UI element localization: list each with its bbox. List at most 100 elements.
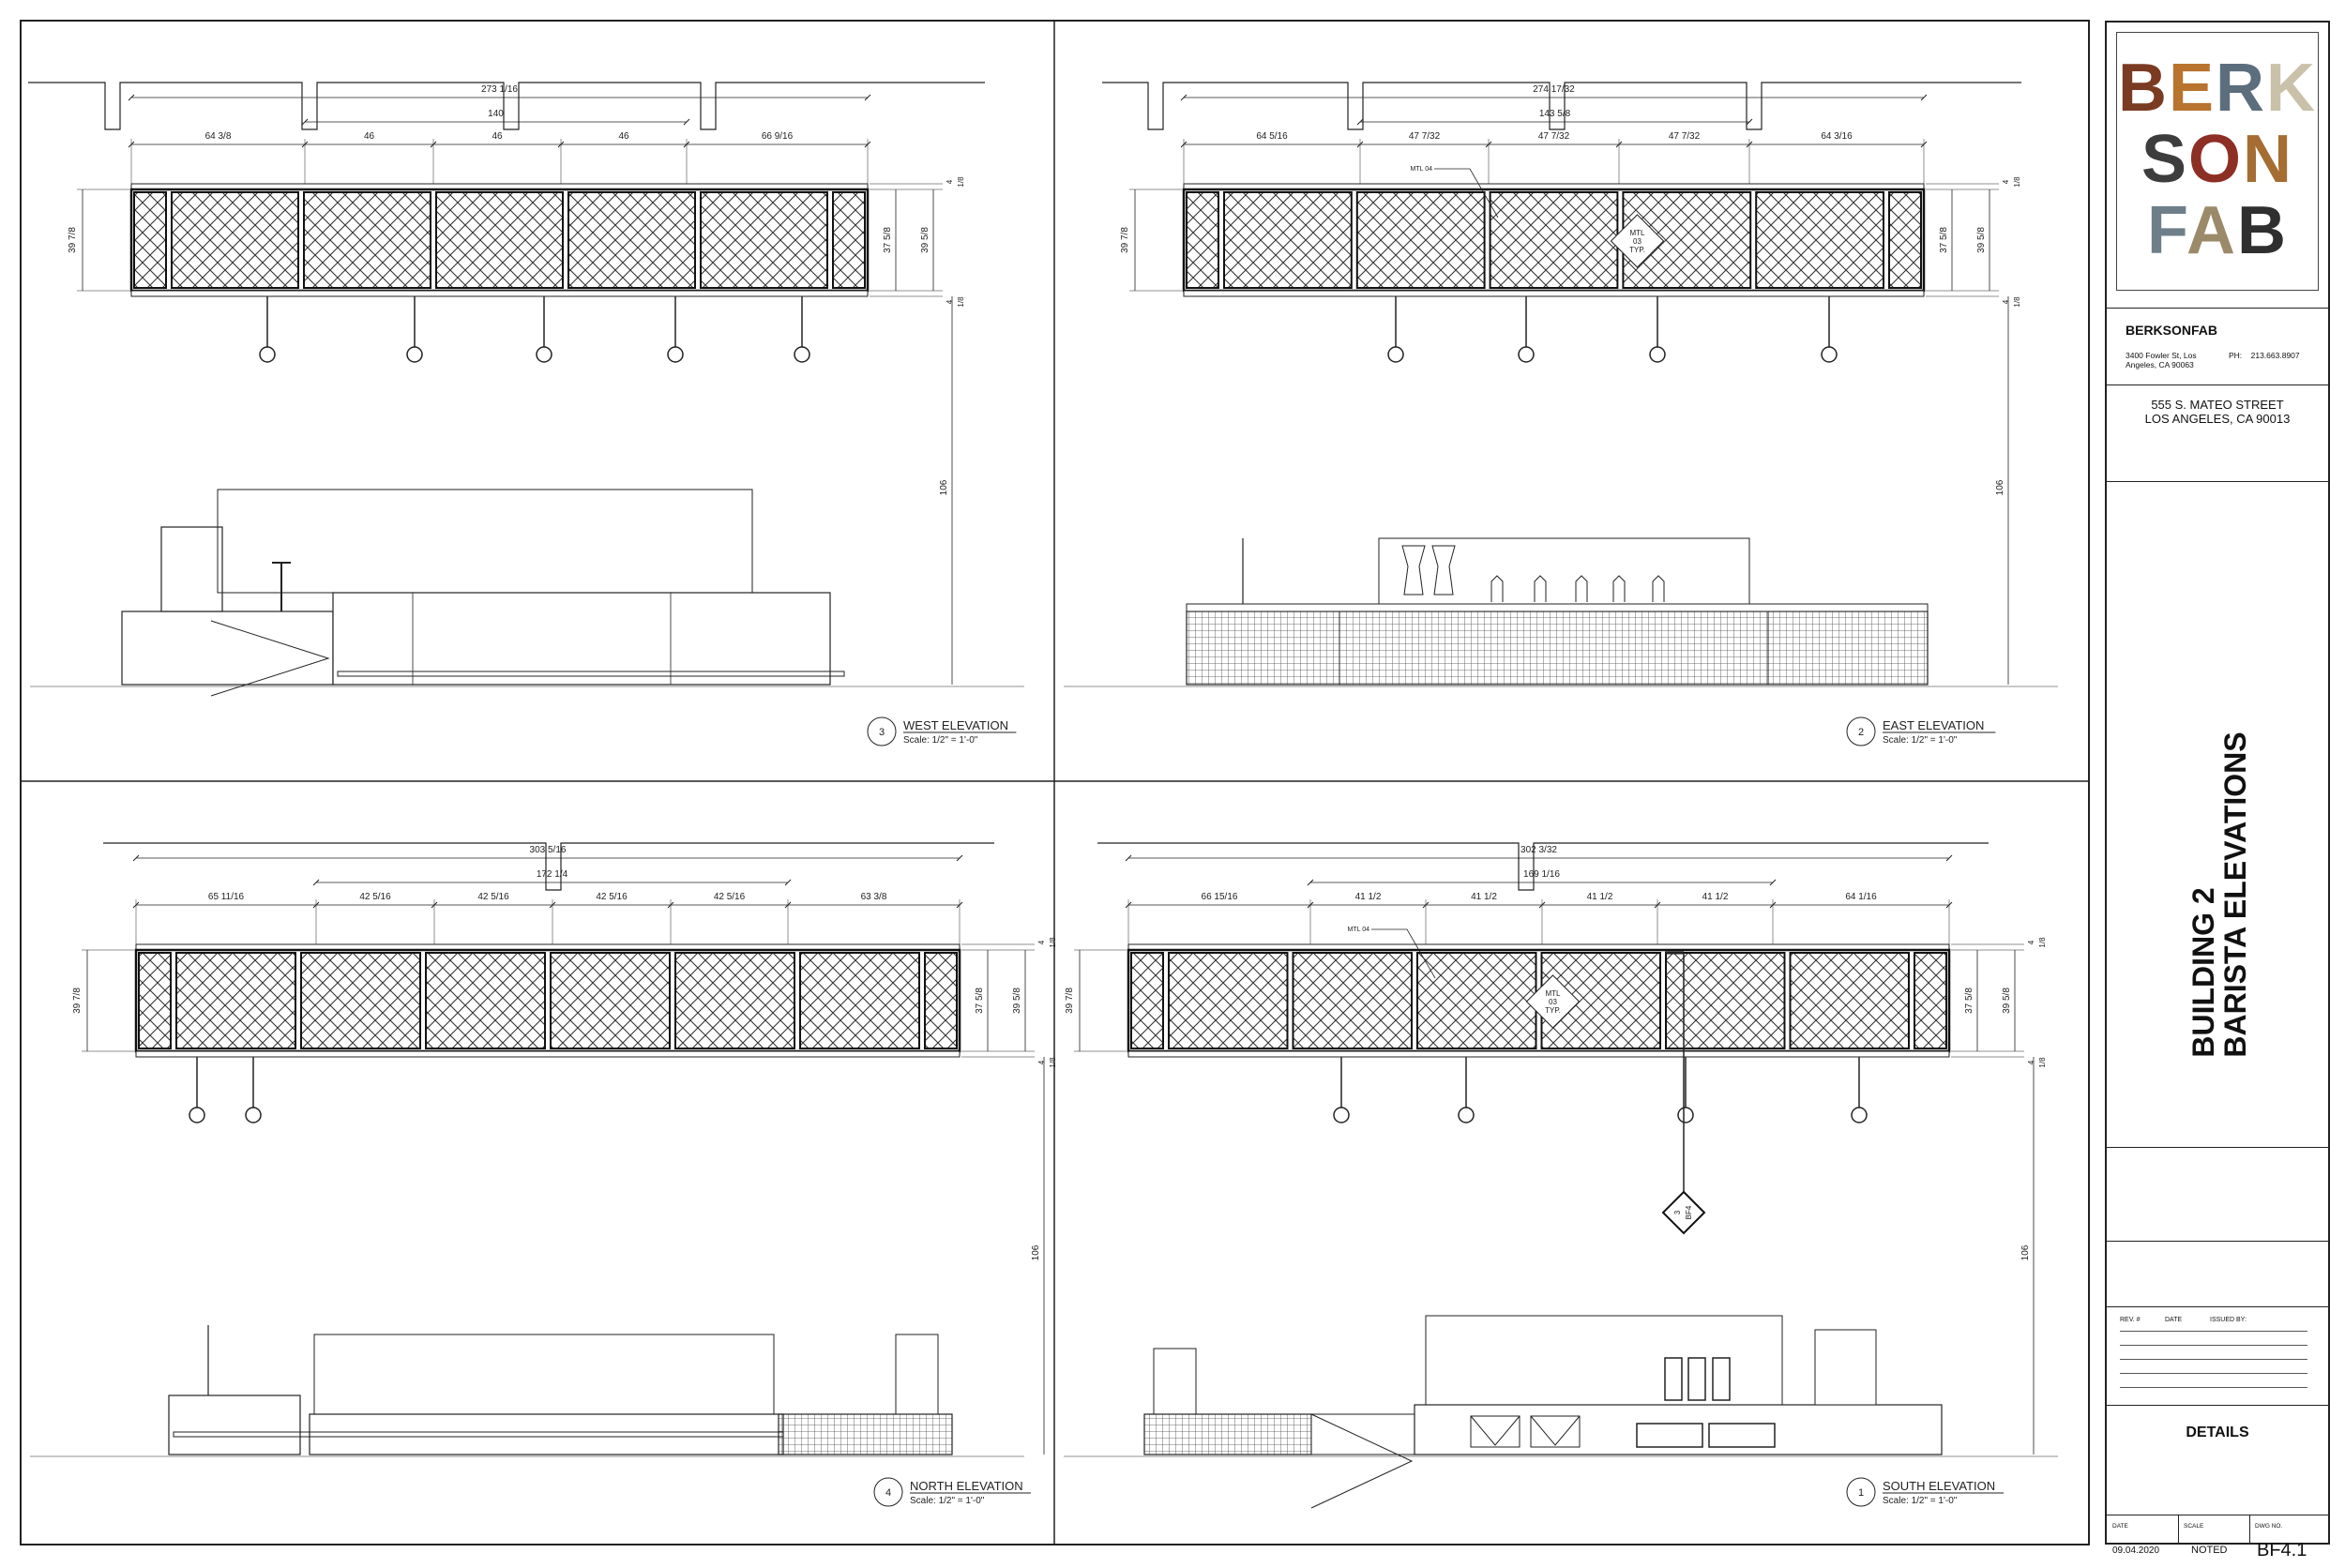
dimension-label: 106: [1031, 1244, 1041, 1260]
details-label: DETAILS: [2186, 1425, 2249, 1440]
dimension-label: 1/8: [2038, 1057, 2047, 1068]
tiled-counter: [1143, 1413, 1312, 1455]
leader-line: [1371, 928, 1436, 979]
dimension-label: 106: [2020, 1244, 2031, 1260]
dimension-label: 64 1/16: [1845, 892, 1877, 902]
mesh-panel: [1355, 191, 1486, 289]
leader-label: MTL 04: [1348, 927, 1370, 933]
dimension-label: 4: [2002, 179, 2010, 184]
dim-tick: [784, 879, 792, 886]
dimension-label: 47 7/32: [1409, 131, 1441, 142]
footer-dwg-number: BF4.1: [2257, 1540, 2307, 1560]
rev-line: [2120, 1359, 2307, 1360]
ceiling-soffit: [28, 82, 985, 130]
logo-letter: N: [2243, 122, 2294, 197]
brew-head: [1612, 575, 1626, 602]
dimension-label: 1/8: [2013, 296, 2021, 308]
bottom-frame: [130, 290, 869, 297]
display-case: [1153, 1348, 1197, 1415]
logo-letter: B: [2117, 51, 2169, 126]
logo-letter: K: [2266, 51, 2318, 126]
rev-line: [2120, 1373, 2307, 1374]
dim-tick: [1746, 118, 1753, 126]
material-tag-text: 03: [1549, 998, 1557, 1006]
section-tag-text: BF4: [1685, 1205, 1693, 1219]
project-address: 555 S. MATEO STREET LOS ANGELES, CA 9001…: [2144, 398, 2291, 426]
dimension-label: 4: [2027, 1060, 2035, 1064]
rev-date-label: DATE: [2165, 1317, 2183, 1323]
tiled-counter: [1186, 611, 1929, 686]
mesh-panel: [138, 952, 172, 1049]
view-number: 2: [1858, 727, 1864, 738]
material-tag-text: MTL: [1630, 229, 1646, 237]
brew-head: [1534, 575, 1547, 602]
beer-tap: [272, 562, 291, 611]
dim-tick: [128, 94, 135, 101]
dimension-label: 46: [364, 131, 375, 142]
dimension-label: 140: [488, 109, 504, 119]
dimension-label: 1/8: [957, 176, 965, 188]
leader-line: [1434, 168, 1499, 219]
dimension-label: 4: [946, 179, 954, 184]
mesh-panel: [435, 191, 564, 289]
material-tag: [1610, 214, 1665, 268]
bottom-frame: [1127, 1050, 1950, 1058]
foot-rail: [337, 671, 845, 677]
pendant-light: [1387, 346, 1404, 363]
dimension-label: 172 1/4: [537, 869, 568, 880]
door-swing: [1470, 1415, 1520, 1446]
logo-letter: O: [2188, 122, 2244, 197]
view-scale: Scale: 1/2" = 1'-0": [903, 735, 978, 746]
view-title: WEST ELEVATION: [903, 718, 1008, 732]
material-tag-text: TYP.: [1629, 246, 1645, 254]
counter-base: [168, 1395, 301, 1455]
dimension-label: 42 5/16: [596, 892, 628, 902]
section-tag: [1661, 1190, 1706, 1235]
mesh-panel: [1622, 191, 1752, 289]
dim-tick: [1180, 94, 1188, 101]
project-section: [2107, 385, 2328, 482]
view-number: 4: [885, 1487, 891, 1499]
footer-divider: [2178, 1515, 2179, 1545]
bottom-frame: [135, 1050, 961, 1058]
pendant-light: [536, 346, 552, 363]
logo-letter: B: [2237, 193, 2288, 268]
footer-date-label: DATE: [2112, 1523, 2128, 1530]
footer-date: 09.04.2020: [2112, 1545, 2160, 1556]
counter-top: [1186, 603, 1929, 612]
footer-divider: [2249, 1515, 2250, 1545]
mesh-panel: [1489, 191, 1619, 289]
material-tag-text: MTL: [1546, 989, 1562, 998]
dim-tick: [1356, 118, 1364, 126]
footer-dwg-label: DWG NO.: [2255, 1523, 2283, 1530]
sneeze-guard: [1378, 537, 1750, 605]
mesh-panel: [1168, 952, 1289, 1049]
dimension-label: 39 7/8: [1065, 988, 1075, 1014]
undercounter-fridge: [1636, 1423, 1703, 1448]
mesh-panel: [674, 952, 795, 1049]
view-number-bubble: [867, 716, 897, 746]
dimension-label: 39 7/8: [68, 227, 78, 253]
mesh-panel: [799, 952, 920, 1049]
dimension-label: 41 1/2: [1587, 892, 1613, 902]
mesh-panel: [1130, 952, 1164, 1049]
logo-letter: F: [2146, 193, 2186, 268]
dimension-label: 46: [618, 131, 629, 142]
material-tag-text: 03: [1633, 237, 1642, 246]
logo-letter: E: [2168, 51, 2216, 126]
dim-tick: [1125, 854, 1132, 862]
details-section: [2107, 1406, 2328, 1515]
sneeze-guard: [1425, 1315, 1783, 1406]
tiled-counter: [778, 1413, 953, 1455]
door-swing: [1310, 1413, 1414, 1509]
rev-line: [2120, 1387, 2307, 1388]
view-number: 1: [1858, 1487, 1864, 1499]
rev-line: [2120, 1345, 2307, 1346]
pendant-light: [259, 346, 276, 363]
brew-head: [1490, 575, 1504, 602]
dim-tick: [301, 118, 309, 126]
logo-row-3: FAB: [2117, 196, 2318, 265]
logo-row-2: SON: [2117, 125, 2318, 194]
